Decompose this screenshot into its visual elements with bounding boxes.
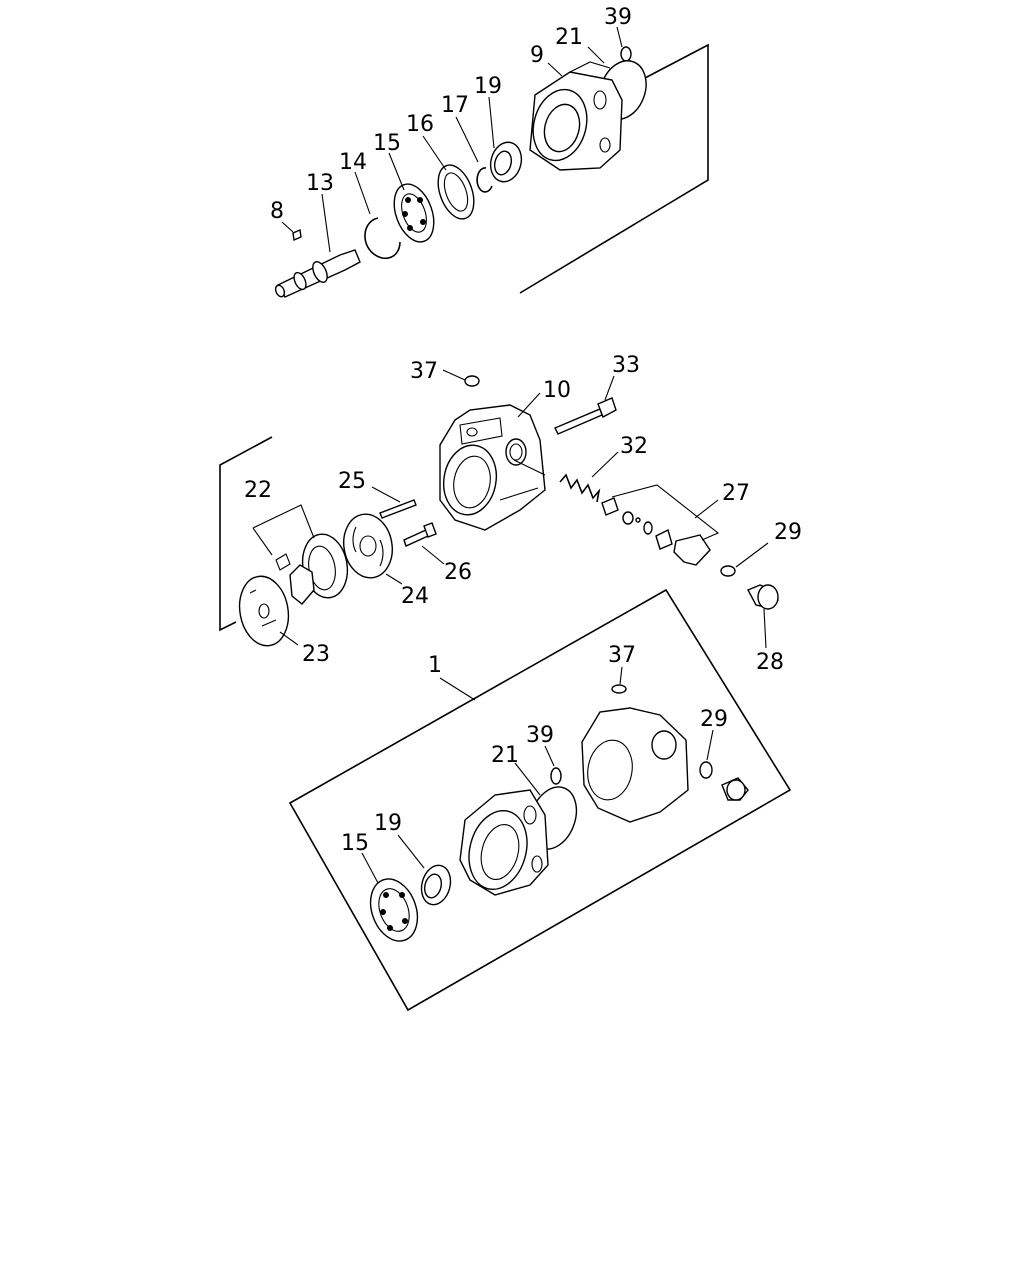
- part-10-pump-body: [439, 404, 546, 531]
- leader-29-mid: [735, 542, 769, 568]
- part-32-spring: [559, 473, 601, 503]
- label-26: 26: [444, 560, 472, 585]
- part-16-seal: [437, 164, 475, 220]
- label-37-kit: 37: [608, 643, 636, 668]
- label-17: 17: [441, 93, 469, 118]
- leader-39-kit: [544, 745, 555, 767]
- part-19-bearing-kit: [420, 864, 452, 906]
- part-24-side-plate: [343, 513, 393, 579]
- label-23: 23: [302, 642, 330, 667]
- kit-pump-body: [581, 707, 689, 823]
- part-29-oring-mid: [720, 565, 736, 577]
- leader-37-mid: [442, 369, 466, 381]
- label-21-kit: 21: [491, 743, 519, 768]
- leader-32: [591, 451, 619, 478]
- leader-26: [421, 545, 445, 565]
- leader-17: [455, 116, 479, 163]
- label-22: 22: [244, 478, 272, 503]
- leader-21-kit: [514, 762, 541, 796]
- part-14-ring: [364, 217, 401, 260]
- label-8: 8: [270, 199, 284, 224]
- kit-plug: [721, 777, 749, 801]
- label-16: 16: [406, 112, 434, 137]
- top-assembly: 39 21 9 19 17 16 15 14 13 8: [270, 5, 709, 298]
- part-19-bearing: [489, 141, 523, 183]
- leader-29-kit: [706, 729, 714, 761]
- label-21-top: 21: [555, 25, 583, 50]
- label-29-mid: 29: [774, 520, 802, 545]
- leader-19-kit: [397, 834, 425, 869]
- part-28-plug: [747, 584, 779, 610]
- part-17-snap-ring: [476, 167, 493, 193]
- label-1: 1: [428, 653, 442, 678]
- leader-8: [281, 221, 294, 233]
- label-15-top: 15: [373, 131, 401, 156]
- label-10: 10: [543, 378, 571, 403]
- label-25: 25: [338, 469, 366, 494]
- part-8-key: [292, 228, 302, 242]
- leader-16: [422, 135, 447, 171]
- part-13-shaft: [274, 249, 361, 298]
- bottom-kit-assembly: 1 37 29 39 21 19 15: [288, 588, 792, 1012]
- middle-assembly: 37 10 33 32 27 25 22 26 24 23 29 28: [219, 353, 802, 675]
- part-15-bearing-kit: [369, 878, 419, 942]
- label-19-kit: 19: [374, 811, 402, 836]
- part-39-oring-kit: [550, 767, 562, 785]
- middle-frame-line: [219, 436, 273, 632]
- leader-14: [354, 171, 371, 215]
- label-14: 14: [339, 150, 367, 175]
- leader-15: [388, 152, 405, 191]
- label-39-kit: 39: [526, 723, 554, 748]
- leader-25: [371, 486, 401, 503]
- label-13: 13: [306, 171, 334, 196]
- label-37-mid: 37: [410, 359, 438, 384]
- leader-19: [488, 96, 495, 149]
- leader-33: [604, 375, 615, 401]
- label-19-top: 19: [474, 74, 502, 99]
- part-9-front-housing: [529, 61, 623, 171]
- label-29-kit: 29: [700, 707, 728, 732]
- kit-front-housing: [459, 789, 549, 896]
- label-32: 32: [620, 434, 648, 459]
- part-27-valve-set: [601, 484, 720, 566]
- part-22-cam-rotor: [252, 504, 349, 605]
- leader-23: [279, 631, 299, 646]
- leader-1: [439, 677, 476, 701]
- leader-13: [321, 193, 331, 253]
- top-frame-line: [519, 43, 709, 294]
- part-37-oring-kit: [611, 684, 627, 694]
- label-28: 28: [756, 650, 784, 675]
- leader-27: [694, 499, 719, 519]
- leader-body-valve: [513, 459, 546, 476]
- leader-15-kit: [361, 852, 379, 884]
- part-15-bearing-top: [393, 183, 435, 243]
- leader-37-kit: [619, 666, 623, 685]
- label-33: 33: [612, 353, 640, 378]
- kit-box-frame: [288, 588, 792, 1012]
- label-24: 24: [401, 584, 429, 609]
- leader-10: [517, 392, 541, 418]
- part-33-bolt: [554, 397, 617, 435]
- leader-28: [763, 608, 767, 649]
- label-15-kit: 15: [341, 831, 369, 856]
- part-23-rear-plate: [238, 575, 290, 647]
- leader-39: [616, 26, 623, 48]
- leader-9: [547, 62, 563, 77]
- part-26-bolt: [403, 522, 437, 547]
- label-9: 9: [530, 43, 544, 68]
- leader-21: [587, 46, 605, 64]
- label-27: 27: [722, 481, 750, 506]
- part-37-oring-mid: [464, 375, 480, 387]
- label-39-top: 39: [604, 5, 632, 30]
- part-39-oring: [620, 46, 632, 62]
- part-29-oring-kit: [699, 761, 713, 779]
- part-25-pin: [379, 499, 417, 519]
- leader-24: [385, 573, 403, 585]
